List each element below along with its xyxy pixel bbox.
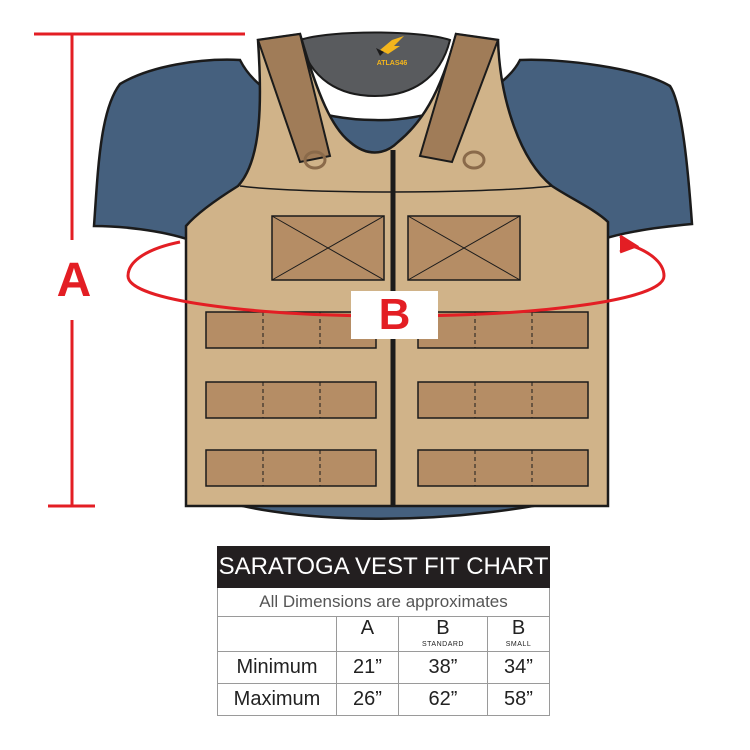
vest-illustration: [34, 31, 694, 520]
header-b-standard-sub: STANDARD: [421, 641, 464, 648]
brand-logo: [376, 36, 404, 56]
brand-logo-text: ATLAS46: [376, 60, 408, 67]
header-b-standard: B STANDARD: [397, 616, 489, 652]
cell-maximum-b-standard: 62”: [397, 683, 489, 716]
header-b-small-sub: SMALL: [505, 641, 532, 648]
row-label-minimum: Minimum: [217, 651, 337, 684]
cell-maximum-a: 26”: [336, 683, 399, 716]
table-row: Minimum 21” 38” 34”: [217, 651, 550, 684]
row-label-maximum: Maximum: [217, 683, 337, 716]
cell-maximum-b-small: 58”: [487, 683, 550, 716]
header-a-label: A: [360, 617, 375, 639]
vest-graphic: [184, 32, 610, 508]
fit-chart-table: SARATOGA VEST FIT CHART All Dimensions a…: [217, 546, 550, 716]
header-a: A: [336, 616, 399, 652]
fit-chart-header-row: A B STANDARD B SMALL: [217, 616, 550, 652]
fit-chart-subtitle-row: All Dimensions are approximates: [217, 587, 550, 617]
cell-minimum-b-small: 34”: [487, 651, 550, 684]
cell-minimum-b-standard: 38”: [397, 651, 489, 684]
fit-chart-title-row: SARATOGA VEST FIT CHART: [217, 546, 550, 588]
table-row: Maximum 26” 62” 58”: [217, 683, 550, 716]
fit-chart-subtitle: All Dimensions are approximates: [217, 587, 550, 617]
fit-chart-title: SARATOGA VEST FIT CHART: [217, 546, 550, 588]
header-b-standard-label: B: [436, 617, 450, 639]
header-b-small-label: B: [511, 617, 526, 639]
header-b-small: B SMALL: [487, 616, 550, 652]
dimension-b-label: B: [351, 290, 438, 339]
dimension-a-label: A: [44, 240, 104, 320]
header-empty-cell: [217, 616, 337, 652]
cell-minimum-a: 21”: [336, 651, 399, 684]
